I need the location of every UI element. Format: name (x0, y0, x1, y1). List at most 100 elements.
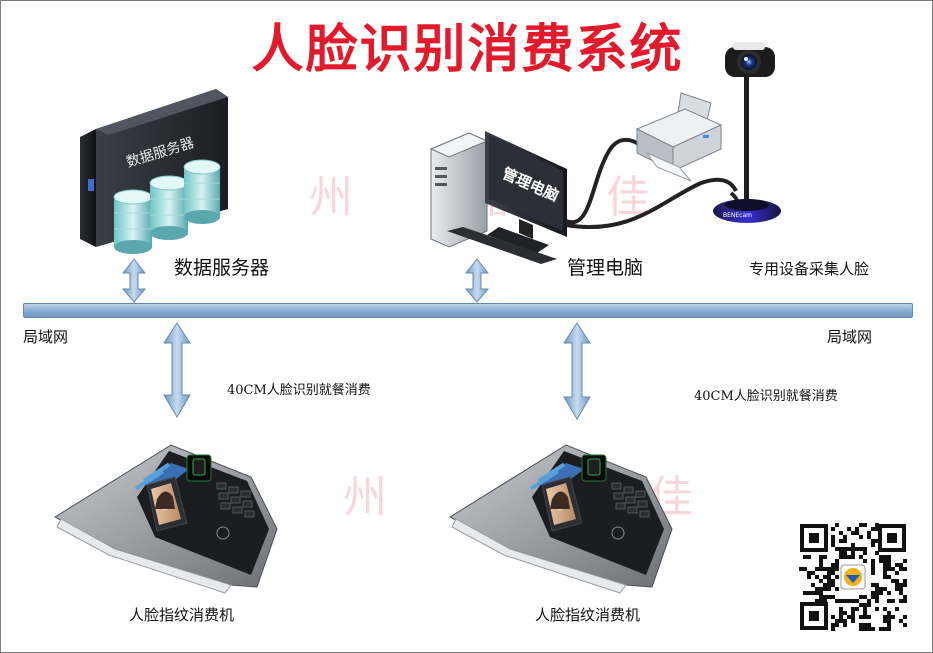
qr-module (847, 527, 851, 531)
qr-module (895, 587, 899, 591)
qr-module (843, 555, 847, 559)
qr-module (863, 623, 867, 627)
qr-module (887, 623, 891, 627)
qr-module (871, 627, 875, 631)
qr-module (847, 599, 851, 603)
qr-module (899, 563, 903, 567)
qr-module (831, 563, 835, 567)
arrow-lan-terminal-1 (163, 322, 191, 418)
qr-module (815, 587, 819, 591)
lan-label-right: 局域网 (827, 328, 873, 346)
qr-module (867, 535, 871, 539)
qr-module (883, 571, 887, 575)
qr-module (831, 543, 835, 547)
qr-module (899, 619, 903, 623)
qr-module (839, 615, 843, 619)
qr-module (859, 623, 863, 627)
qr-module (839, 599, 843, 603)
qr-module (851, 551, 855, 555)
qr-module (843, 623, 847, 627)
qr-module (835, 563, 839, 567)
qr-module (831, 571, 835, 575)
qr-module (883, 627, 887, 631)
qr-module (895, 579, 899, 583)
qr-module (819, 567, 823, 571)
qr-module (819, 559, 823, 563)
qr-module (847, 555, 851, 559)
qr-module (891, 567, 895, 571)
arrow-lan-terminal-2 (563, 322, 591, 420)
qr-module (887, 567, 891, 571)
terminal-1-label: 人脸指纹消费机 (129, 606, 235, 624)
terminal-2-link-label: 40CM人脸识别就餐消费 (694, 389, 838, 404)
qr-module (839, 555, 843, 559)
qr-module (879, 591, 883, 595)
qr-module (883, 615, 887, 619)
face-fingerprint-terminal-2 (448, 444, 673, 594)
qr-module (883, 587, 887, 591)
qr-module (819, 591, 823, 595)
qr-module (899, 567, 903, 571)
cylinder-right (183, 159, 221, 224)
qr-module (839, 539, 843, 543)
qr-module (835, 523, 839, 527)
qr-module (811, 571, 815, 575)
qr-module (895, 563, 899, 567)
qr-module (891, 599, 895, 603)
qr-module (863, 551, 867, 555)
qr-module (879, 627, 883, 631)
qr-module (815, 591, 819, 595)
qr-module (863, 559, 867, 563)
qr-module (851, 531, 855, 535)
qr-module (879, 587, 883, 591)
webcam-icon: BENEcam (713, 42, 781, 223)
qr-module (875, 607, 879, 611)
qr-module (823, 575, 827, 579)
arrow-server-lan (121, 258, 147, 303)
qr-module (855, 531, 859, 535)
qr-module (823, 555, 827, 559)
qr-module (835, 599, 839, 603)
arrow-pc-lan (464, 258, 490, 303)
qr-module (851, 615, 855, 619)
qr-module (847, 547, 851, 551)
qr-module (859, 627, 863, 631)
qr-module (819, 555, 823, 559)
qr-module (855, 599, 859, 603)
qr-module (883, 567, 887, 571)
qr-module (903, 599, 907, 603)
qr-module (871, 571, 875, 575)
qr-module (799, 567, 803, 571)
qr-module (823, 599, 827, 603)
qr-module (827, 583, 831, 587)
qr-module (887, 559, 891, 563)
qr-module (851, 555, 855, 559)
watermark-char: 州 (309, 172, 353, 223)
qr-module (831, 583, 835, 587)
qr-module (871, 543, 875, 547)
qr-module (899, 583, 903, 587)
qr-module (887, 563, 891, 567)
qr-module (883, 575, 887, 579)
qr-module (835, 575, 839, 579)
qr-module (887, 627, 891, 631)
qr-module (875, 591, 879, 595)
qr-module (831, 595, 835, 599)
qr-module (839, 551, 843, 555)
qr-module (827, 575, 831, 579)
qr-module (863, 547, 867, 551)
qr-module (875, 583, 879, 587)
qr-module (851, 619, 855, 623)
data-server-icon: 数据服务器 (80, 89, 228, 254)
qr-module (831, 627, 835, 631)
management-pc-icon: 管理电脑 (429, 131, 567, 264)
terminal-1-link-label: 40CM人脸识别就餐消费 (227, 383, 371, 398)
qr-module (851, 607, 855, 611)
qr-module (883, 559, 887, 563)
qr-module (835, 559, 839, 563)
qr-module (863, 595, 867, 599)
lan-label-left: 局域网 (23, 328, 69, 346)
qr-module (847, 615, 851, 619)
qr-module (903, 559, 907, 563)
